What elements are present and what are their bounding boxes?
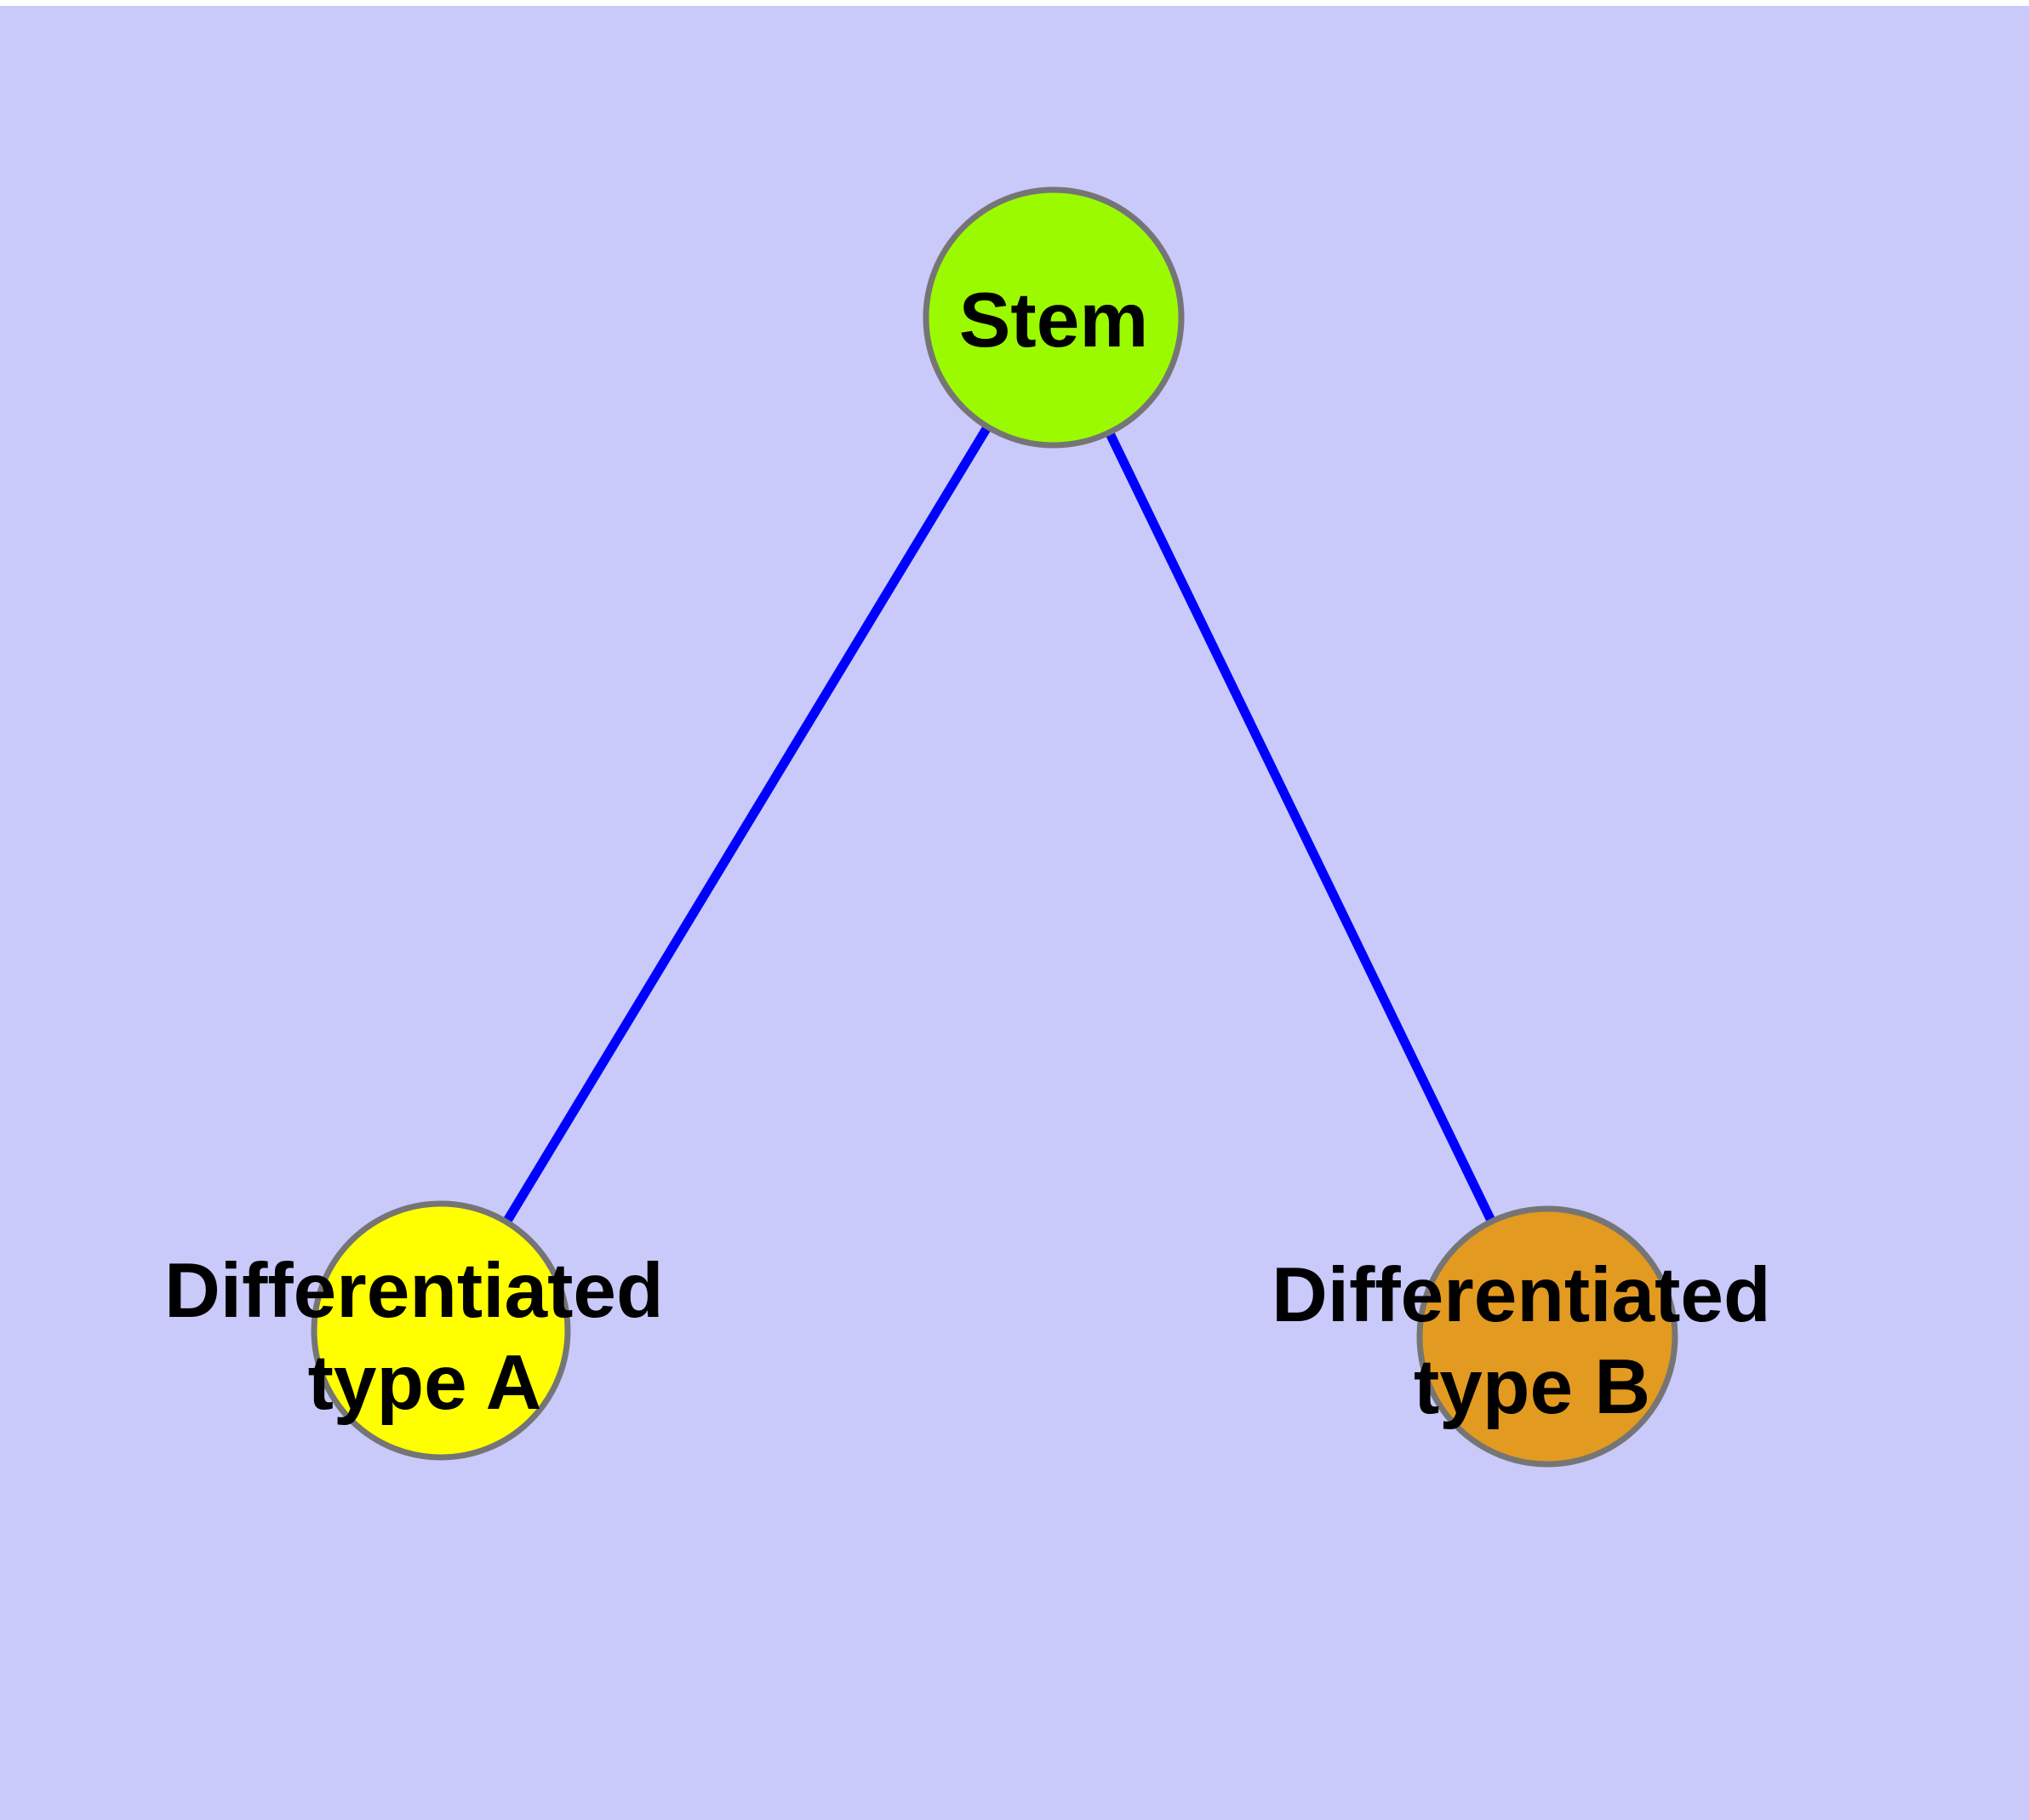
label-line: type B xyxy=(1414,1344,1650,1430)
edges xyxy=(437,315,1552,1339)
node-type-a-circle xyxy=(311,1200,571,1461)
edge-stem-to-type-a xyxy=(437,315,1058,1333)
node-type-b-circle xyxy=(1416,1205,1678,1468)
nodes xyxy=(311,186,1678,1468)
node-stem-circle xyxy=(923,186,1185,449)
label-line: Differentiated xyxy=(164,1248,664,1334)
label-line: type A xyxy=(308,1340,542,1426)
edge-stem-to-type-b xyxy=(1049,315,1552,1339)
node-stem-label: Stem xyxy=(959,278,1149,363)
node-type-b-label: Differentiated type B xyxy=(1272,1252,1792,1430)
node-type-a-label: Differentiated type A xyxy=(164,1248,685,1426)
label-line: Differentiated xyxy=(1272,1252,1771,1338)
node-labels: Stem Differentiated type A Differentiate… xyxy=(164,278,1792,1430)
